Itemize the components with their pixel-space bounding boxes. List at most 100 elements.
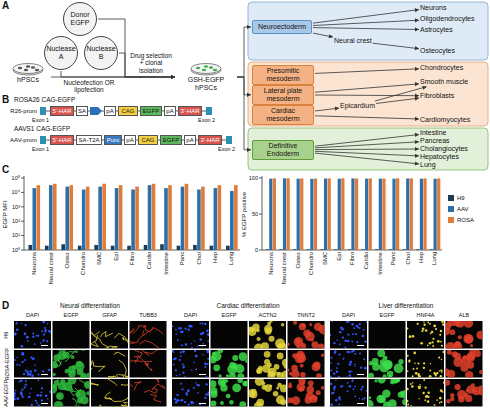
- cell-blob: [53, 361, 58, 368]
- nucleus-dot: [363, 397, 365, 399]
- cell-blob: [277, 352, 284, 359]
- nucleus-dot: [29, 393, 31, 395]
- nucleus-dot: [176, 375, 178, 377]
- arrow-head: [415, 67, 419, 71]
- nucleus-dot: [421, 330, 423, 332]
- cell-type-label: Chondrocytes: [420, 64, 463, 72]
- cell-blob: [218, 374, 221, 377]
- bar: [177, 246, 181, 250]
- nucleus-dot: [30, 377, 32, 378]
- cell-blob: [57, 394, 61, 398]
- bar: [307, 249, 310, 251]
- node-text: Pancreas: [420, 137, 450, 145]
- nucleus-dot: [410, 383, 412, 385]
- cell-blob: [212, 352, 216, 356]
- bar: [279, 249, 282, 251]
- nucleus-dot: [349, 361, 352, 364]
- cell-blob: [264, 325, 272, 333]
- micrograph-tile: [14, 379, 51, 407]
- cell-blob: [211, 387, 218, 394]
- nucleus-dot: [359, 323, 361, 325]
- nucleus-dot: [43, 333, 45, 335]
- nucleus-dot: [202, 354, 204, 356]
- nucleus-dot: [338, 398, 340, 400]
- connector-line: [315, 84, 419, 92]
- micrograph-content: [130, 379, 167, 402]
- nucleus-dot: [338, 354, 340, 356]
- cell-blob: [446, 399, 450, 403]
- cell-blob: [220, 401, 224, 405]
- nucleus-dot: [430, 332, 432, 334]
- nucleus-dot: [35, 400, 37, 402]
- cell-blob: [255, 379, 264, 386]
- cell-fiber: [144, 350, 161, 356]
- bar: [314, 179, 317, 250]
- cell-blob: [56, 392, 64, 400]
- cell-blob: [301, 381, 304, 384]
- nucleus-dot: [32, 357, 35, 360]
- cell-colony: [18, 67, 22, 69]
- cell-blob: [450, 393, 454, 397]
- cell-blob: [447, 370, 455, 378]
- connector-line: [373, 43, 419, 49]
- micrograph-tile: [330, 350, 367, 378]
- bar: [286, 178, 289, 250]
- tick-label: 0: [255, 247, 258, 253]
- cell-blob: [257, 337, 261, 341]
- cell-type-label: Lung: [420, 161, 436, 169]
- bar: [45, 246, 49, 250]
- nucleus-dot: [197, 345, 199, 347]
- axis-tick: [259, 250, 262, 251]
- nucleus-dot: [331, 357, 333, 359]
- micrograph-content: [14, 321, 51, 349]
- node-text: Cardiac mesoderm: [255, 107, 311, 123]
- arrow-head: [422, 86, 426, 90]
- cell-blob: [463, 334, 473, 344]
- connector-line: [315, 142, 419, 148]
- nucleus-dot: [340, 327, 342, 329]
- micrograph-tile: [446, 350, 483, 378]
- cell-blob: [254, 344, 263, 349]
- bar: [214, 188, 218, 250]
- cell-blob: [308, 380, 314, 386]
- axis-tick: [21, 235, 24, 236]
- nucleus-dot: [332, 321, 333, 322]
- nucleus-dot: [180, 383, 182, 385]
- nucleus-dot: [407, 370, 408, 372]
- nucleus-dot: [348, 321, 350, 323]
- bar: [434, 179, 437, 250]
- cell-blob: [464, 321, 473, 328]
- nucleus-dot: [46, 340, 47, 341]
- arrow-head: [335, 106, 339, 110]
- scale-bar: [199, 345, 206, 346]
- cell-type-label: Oligodendrocytes: [420, 15, 474, 23]
- cell-blob: [316, 373, 322, 377]
- nucleus-dot: [354, 395, 356, 397]
- nucleus-dot: [337, 363, 339, 365]
- nucleus-dot: [338, 396, 340, 398]
- nucleus-dot: [21, 323, 22, 324]
- construct-element: pA: [184, 135, 196, 145]
- construct-title: AAVS1 CAG-EGFP: [14, 125, 70, 132]
- nucleus-dot: [407, 328, 408, 330]
- cell-blob: [254, 402, 263, 407]
- nucleus-dot: [26, 336, 29, 339]
- connector-line: [375, 87, 427, 101]
- nucleus-dot: [176, 394, 178, 396]
- nucleus-dot: [346, 390, 348, 392]
- nucleus-dot: [188, 328, 190, 330]
- scale-bar: [41, 374, 48, 375]
- cell-blob: [291, 369, 300, 377]
- micrograph-content: [446, 380, 483, 404]
- nucleus-dot: [422, 327, 425, 330]
- cell-fiber: [138, 355, 152, 366]
- micrograph-content: [330, 350, 367, 378]
- nucleus-dot: [336, 367, 338, 369]
- nucleus-dot: [180, 355, 182, 357]
- category-label: Lung: [228, 252, 235, 265]
- channel-label: DAPI: [330, 312, 367, 318]
- nucleus-dot: [31, 404, 33, 406]
- bar: [324, 179, 327, 250]
- node-text: pA: [126, 137, 133, 143]
- bar: [82, 190, 86, 250]
